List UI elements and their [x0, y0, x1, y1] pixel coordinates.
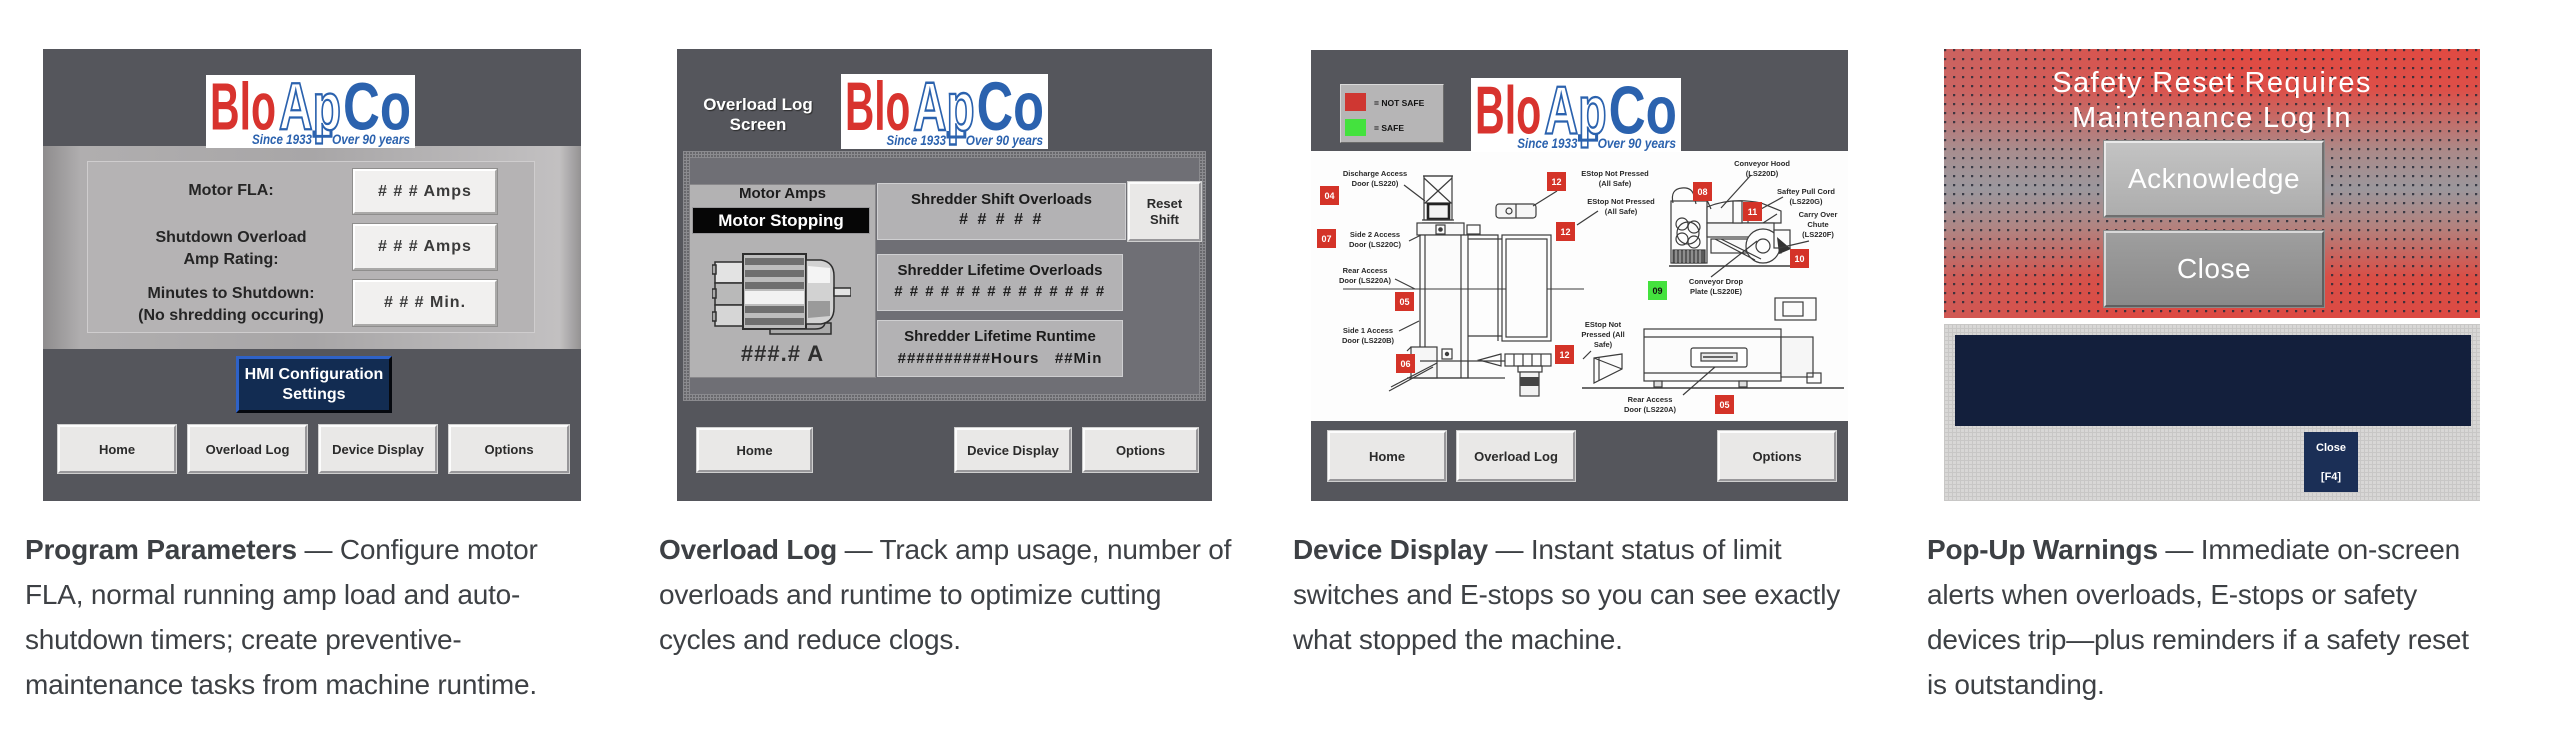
svg-text:Co: Co	[343, 75, 411, 144]
svg-text:Over 90 years: Over 90 years	[332, 131, 410, 147]
svg-text:Ap: Ap	[1544, 78, 1606, 148]
svg-text:Since 1933: Since 1933	[1517, 135, 1577, 151]
svg-text:Ap: Ap	[913, 74, 974, 145]
svg-text:Blo: Blo	[845, 74, 910, 145]
svg-text:Over 90 years: Over 90 years	[1598, 135, 1677, 151]
svg-text:Since 1933: Since 1933	[887, 132, 947, 148]
svg-text:Co: Co	[1609, 78, 1677, 148]
svg-text:Blo: Blo	[210, 75, 276, 144]
svg-text:Over 90 years: Over 90 years	[966, 132, 1043, 148]
svg-text:Co: Co	[977, 74, 1044, 145]
svg-text:Since 1933: Since 1933	[252, 131, 312, 147]
svg-text:Blo: Blo	[1475, 78, 1541, 148]
